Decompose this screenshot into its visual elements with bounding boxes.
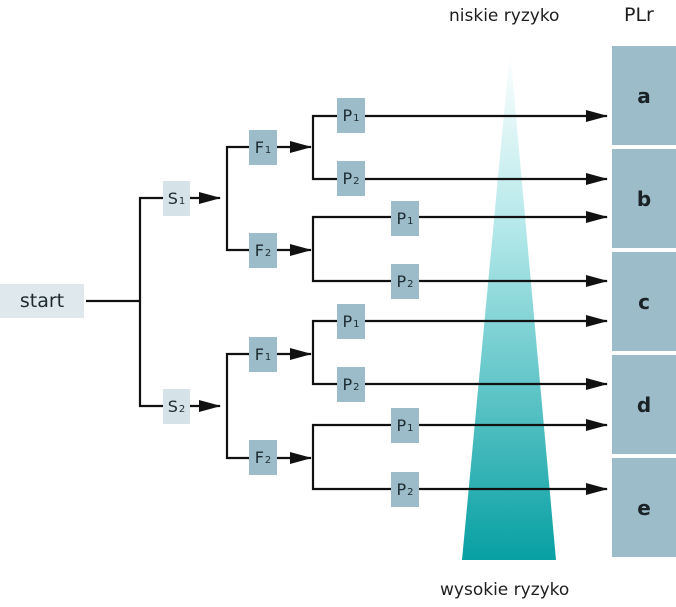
low-risk-label: niskie ryzyko xyxy=(449,6,560,26)
plr-level-c: c xyxy=(612,252,676,351)
plr-level-b: b xyxy=(612,149,676,248)
risk-gradient-wedge xyxy=(462,50,556,560)
start-node: start xyxy=(0,284,84,318)
plr-level-a: a xyxy=(612,46,676,145)
plr-level-e: e xyxy=(612,458,676,557)
plr-header: PLr xyxy=(624,4,654,26)
high-risk-label: wysokie ryzyko xyxy=(440,580,570,600)
plr-level-d: d xyxy=(612,355,676,454)
